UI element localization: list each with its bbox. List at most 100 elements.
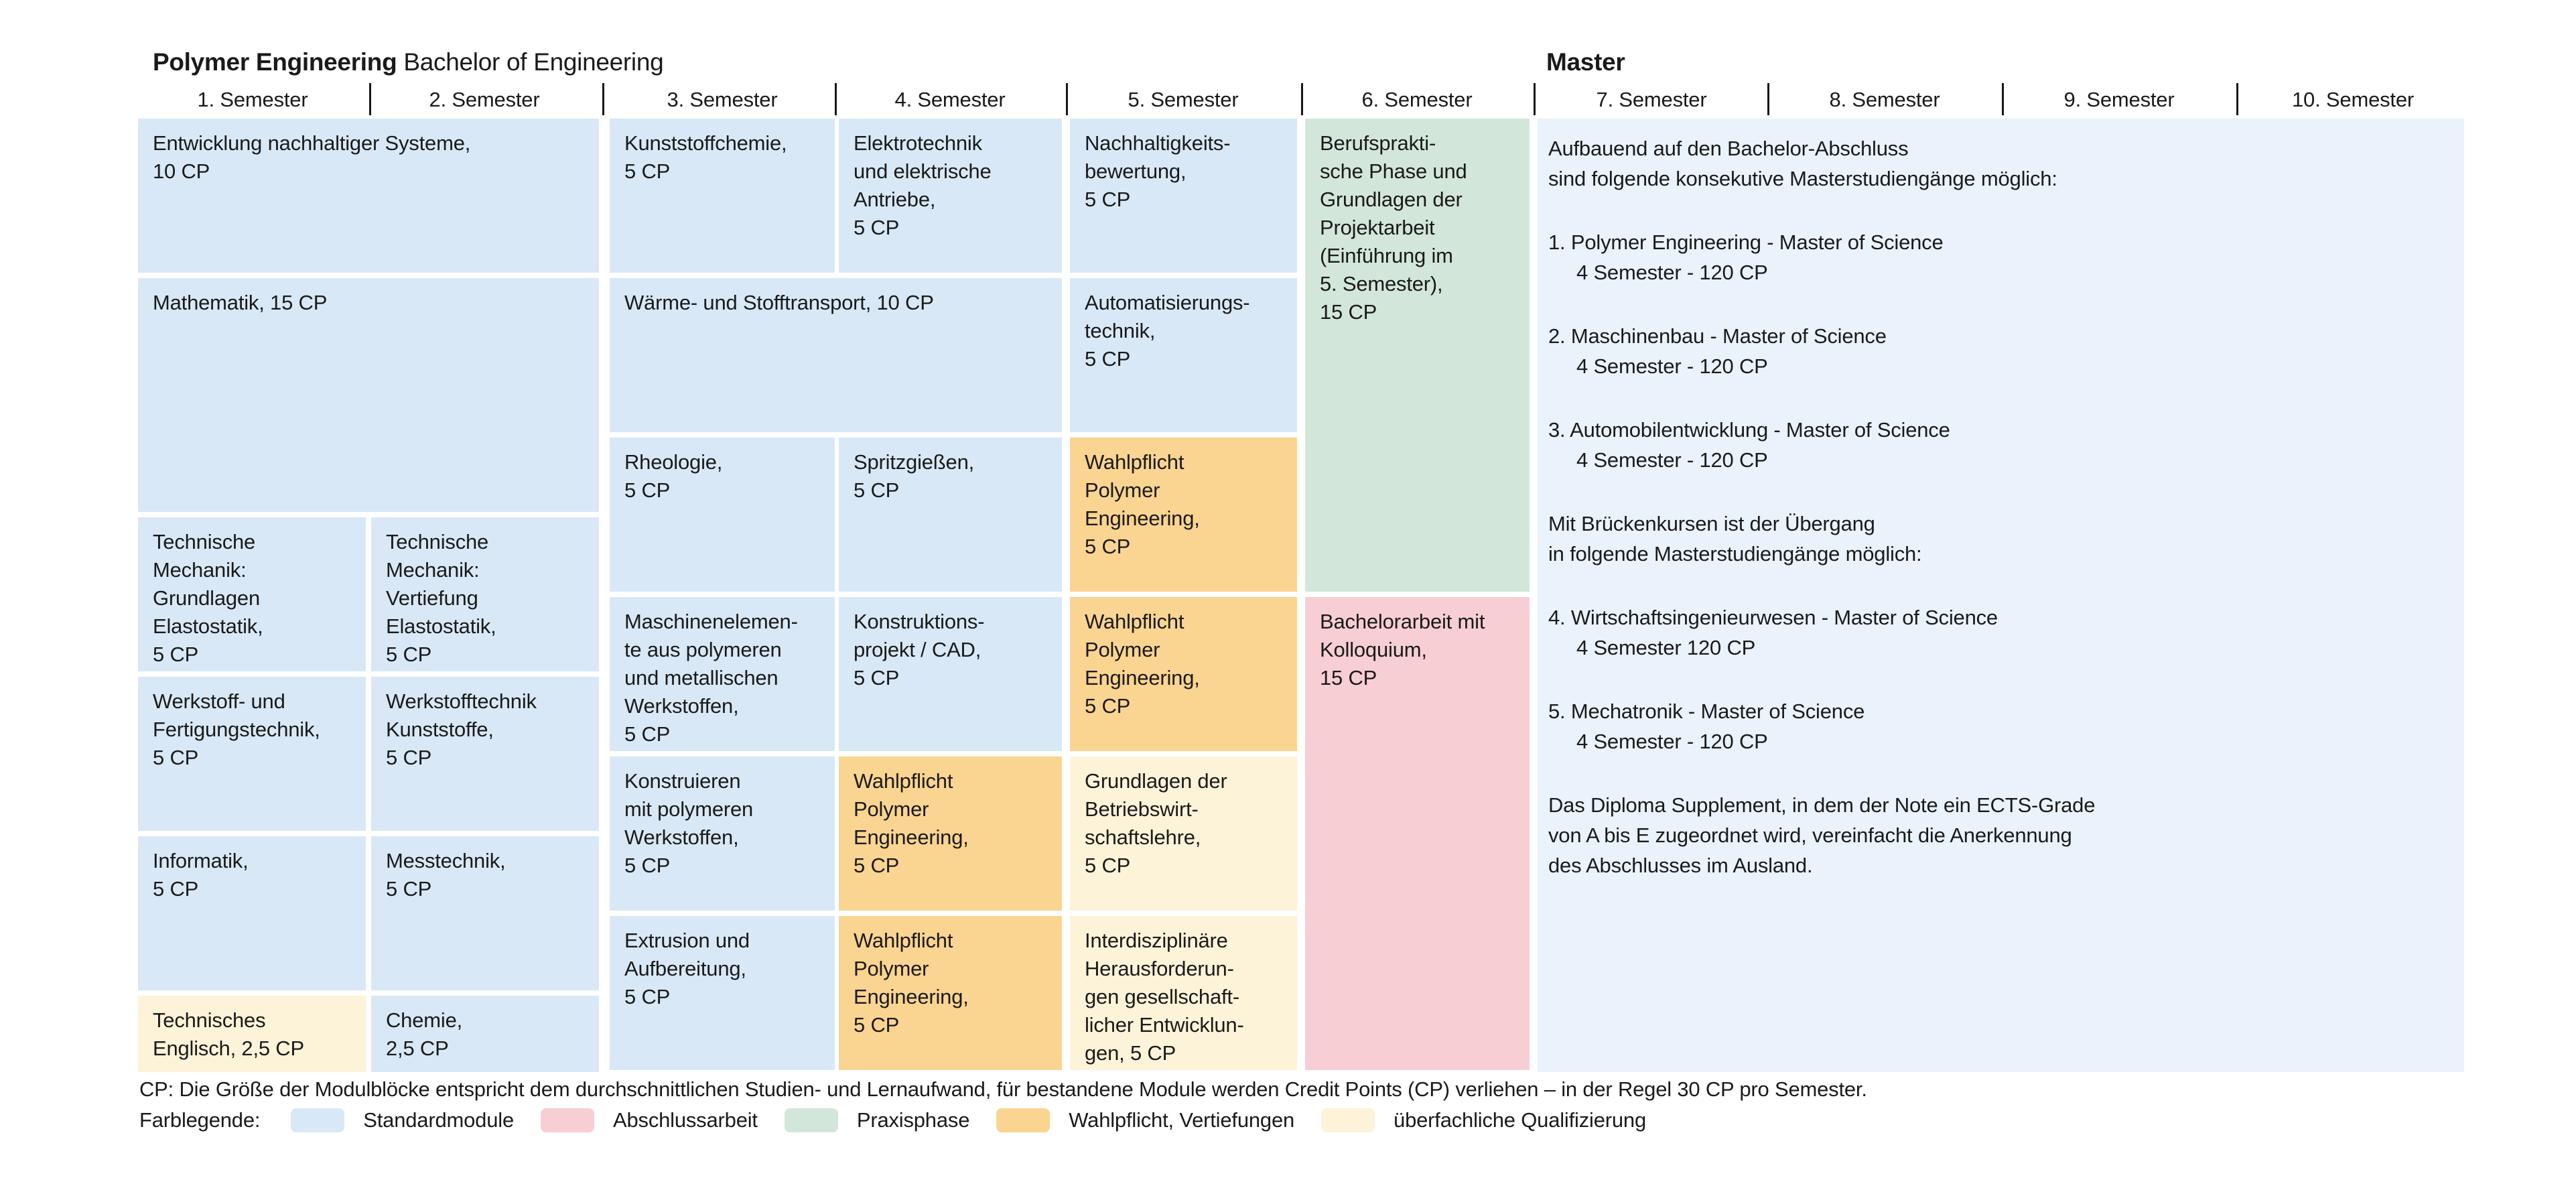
module-label: Kunststoffchemie, 5 CP [624,131,787,183]
semester-header-7: 7. Semester [1596,88,1707,111]
module-block: Extrusion und Aufbereitung, 5 CP [610,916,835,1070]
master-paragraph: 1. Polymer Engineering - Master of Scien… [1548,227,2444,287]
master-paragraph-line: Aufbauend auf den Bachelor-Abschluss [1548,137,1909,160]
legend-swatch-ueberfachlich [1321,1108,1375,1132]
header-divider [1534,83,1536,115]
module-block: Automatisierungs- technik, 5 CP [1070,278,1297,432]
semester-header-5: 5. Semester [1128,88,1239,111]
module-block: Werkstoff- und Fertigungstechnik, 5 CP [138,677,366,831]
module-label: Bachelorarbeit mit Kolloquium, 15 CP [1320,610,1485,689]
module-label: Wahlpflicht Polymer Engineering, 5 CP [1085,610,1200,718]
module-label: Wärme- und Stofftransport, 10 CP [624,291,934,314]
module-block: Konstruktions- projekt / CAD, 5 CP [839,597,1062,751]
module-block: Entwicklung nachhaltiger Systeme, 10 CP [138,119,599,273]
master-info-panel: Aufbauend auf den Bachelor-Abschluss sind… [1538,119,2464,1072]
module-block: Grundlagen der Betriebswirt- schaftslehr… [1070,756,1297,911]
module-label: Interdisziplinäre Herausforderun- gen ge… [1085,929,1244,1065]
header-divider [1066,83,1068,115]
module-block: Chemie, 2,5 CP [371,996,599,1072]
module-label: Konstruktions- projekt / CAD, 5 CP [854,610,985,689]
module-block: Rheologie, 5 CP [610,438,835,592]
module-label: Werkstoff- und Fertigungstechnik, 5 CP [153,689,320,769]
master-paragraph: 2. Maschinenbau - Master of Science 4 Sem… [1548,321,2444,381]
module-label: Wahlpflicht Polymer Engineering, 5 CP [1085,450,1200,558]
master-paragraph-line: des Abschlusses im Ausland. [1548,854,1813,877]
module-block: Elektrotechnik und elektrische Antriebe,… [839,119,1062,273]
legend-item-label: Praxisphase [856,1108,970,1132]
master-paragraph-line: 4 Semester 120 CP [1576,636,1756,659]
module-label: Messtechnik, 5 CP [386,849,506,901]
module-label: Rheologie, 5 CP [624,450,723,502]
semester-header-4: 4. Semester [894,88,1006,111]
header-divider [2002,83,2004,115]
module-block: Technisches Englisch, 2,5 CP [138,996,366,1072]
master-paragraph-line: 4 Semester - 120 CP [1576,448,1768,472]
module-block: Informatik, 5 CP [138,836,366,990]
module-label: Extrusion und Aufbereitung, 5 CP [624,929,750,1008]
module-block: Kunststoffchemie, 5 CP [610,119,835,273]
legend-item-label: Standardmodule [363,1108,514,1132]
master-paragraph-line: 2. Maschinenbau - Master of Science [1548,324,1887,348]
module-label: Wahlpflicht Polymer Engineering, 5 CP [854,769,969,877]
module-label: Nachhaltigkeits- bewertung, 5 CP [1085,131,1231,211]
legend-item-label: Wahlpflicht, Vertiefungen [1069,1108,1295,1132]
module-block: Messtechnik, 5 CP [371,836,599,990]
legend-item-label: Abschlussarbeit [613,1108,758,1132]
module-block: Wahlpflicht Polymer Engineering, 5 CP [1070,438,1297,592]
module-label: Informatik, 5 CP [153,849,249,901]
semester-header-1: 1. Semester [197,88,308,111]
header-divider [369,83,371,115]
semester-header-8: 8. Semester [1829,88,1940,111]
module-block: Berufsprakti- sche Phase und Grundlagen … [1305,119,1530,592]
legend-swatch-abschluss [541,1108,594,1132]
module-label: Entwicklung nachhaltiger Systeme, 10 CP [153,131,471,183]
module-label: Spritzgießen, 5 CP [854,450,975,502]
module-block: Technische Mechanik: Grundlagen Elastost… [138,517,366,671]
module-label: Berufsprakti- sche Phase und Grundlagen … [1320,131,1467,324]
module-block: Mathematik, 15 CP [138,278,599,512]
master-paragraph-line: 4 Semester - 120 CP [1576,730,1768,753]
legend-title: Farblegende: [139,1108,261,1132]
module-label: Technische Mechanik: Grundlagen Elastost… [153,530,263,666]
module-block: Wärme- und Stofftransport, 10 CP [610,278,1062,432]
legend-item-label: überfachliche Qualifizierung [1394,1108,1646,1132]
header-divider [602,83,604,115]
master-paragraph-line: Das Diploma Supplement, in dem der Note … [1548,793,2096,817]
module-label: Wahlpflicht Polymer Engineering, 5 CP [854,929,969,1037]
legend-swatch-standard [291,1108,345,1132]
master-paragraph-line: 4 Semester - 120 CP [1576,354,1768,378]
module-block: Spritzgießen, 5 CP [839,438,1062,592]
module-block: Konstruieren mit polymeren Werkstoffen, … [610,756,835,911]
legend-swatch-praxis [784,1108,838,1132]
master-paragraph: 4. Wirtschaftsingenieurwesen - Master of… [1548,602,2444,663]
module-block: Technische Mechanik: Vertiefung Elastost… [371,517,599,671]
semester-header-6: 6. Semester [1361,88,1473,111]
bachelor-title: Polymer Engineering Bachelor of Engineer… [153,48,664,76]
color-legend: Farblegende: Standardmodule Abschlussarbe… [139,1106,1673,1135]
semester-header-10: 10. Semester [2292,88,2414,111]
master-paragraph: 3. Automobilentwicklung - Master of Scie… [1548,415,2444,475]
master-title: Master [1546,48,1625,76]
bachelor-title-suffix: Bachelor of Engineering [397,48,664,76]
header-divider [1301,83,1303,115]
semester-header-9: 9. Semester [2063,88,2175,111]
header-divider [835,83,837,115]
master-paragraph: Das Diploma Supplement, in dem der Note … [1548,790,2444,880]
module-label: Technische Mechanik: Vertiefung Elastost… [386,530,496,666]
module-block: Maschinenelemen- te aus polymeren und me… [610,597,835,751]
cp-note: CP: Die Größe der Modulblöcke entspricht… [139,1077,1867,1101]
module-block: Wahlpflicht Polymer Engineering, 5 CP [1070,597,1297,751]
master-paragraph-line: sind folgende konsekutive Masterstudieng… [1548,167,2057,190]
semester-header-2: 2. Semester [429,88,540,111]
master-paragraph-line: 4. Wirtschaftsingenieurwesen - Master of… [1548,606,1998,629]
module-label: Chemie, 2,5 CP [386,1008,463,1060]
master-paragraph-line: in folgende Masterstudiengänge möglich: [1548,542,1922,566]
module-block: Nachhaltigkeits- bewertung, 5 CP [1070,119,1297,273]
module-label: Elektrotechnik und elektrische Antriebe,… [854,131,992,239]
module-block: Werkstofftechnik Kunststoffe, 5 CP [371,677,599,831]
module-label: Technisches Englisch, 2,5 CP [153,1008,304,1060]
module-block: Wahlpflicht Polymer Engineering, 5 CP [839,916,1062,1070]
